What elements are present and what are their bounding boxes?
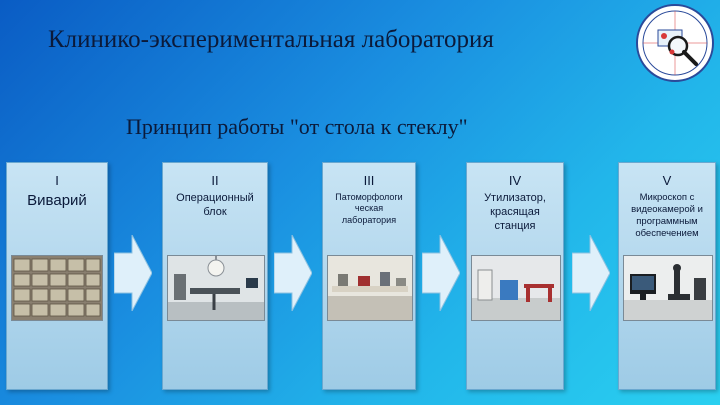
stage-number: V bbox=[662, 173, 672, 188]
stage-label: Микроскоп с видеокамерой и программным о… bbox=[631, 192, 703, 239]
operating-room-photo bbox=[167, 255, 265, 321]
right-arrow-icon bbox=[422, 235, 460, 311]
staining-station-photo bbox=[471, 255, 561, 321]
stage-card-microscope: V Микроскоп с видеокамерой и программным… bbox=[618, 162, 716, 390]
stage-card-operating-block: II Операционный блок bbox=[162, 162, 268, 390]
stage-label: Операционный блок bbox=[176, 192, 254, 218]
stage-number: IV bbox=[508, 173, 522, 188]
slide-title: Клинико-экспериментальная лаборатория bbox=[48, 26, 494, 53]
stage-number: II bbox=[211, 173, 219, 188]
stage-card-pathology-lab: III Патоморфологи ческая лаборатория bbox=[322, 162, 416, 390]
stage-label: Патоморфологи ческая лаборатория bbox=[335, 192, 403, 225]
stage-number: III bbox=[363, 173, 375, 188]
pathology-lab-photo bbox=[327, 255, 413, 321]
stage-label: Виварий bbox=[27, 192, 87, 209]
microscope-workstation-photo bbox=[623, 255, 713, 321]
stage-card-staining-station: IV Утилизатор, красящая станция bbox=[466, 162, 564, 390]
lab-emblem-icon bbox=[636, 4, 714, 82]
stage-card-vivarium: I Виварий bbox=[6, 162, 108, 390]
right-arrow-icon bbox=[572, 235, 610, 311]
slide-subtitle: Принцип работы "от стола к стеклу" bbox=[126, 114, 468, 139]
right-arrow-icon bbox=[114, 235, 152, 311]
right-arrow-icon bbox=[274, 235, 312, 311]
stage-number: I bbox=[55, 173, 59, 188]
vivarium-cages-photo bbox=[11, 255, 103, 321]
stage-label: Утилизатор, красящая станция bbox=[484, 192, 546, 232]
